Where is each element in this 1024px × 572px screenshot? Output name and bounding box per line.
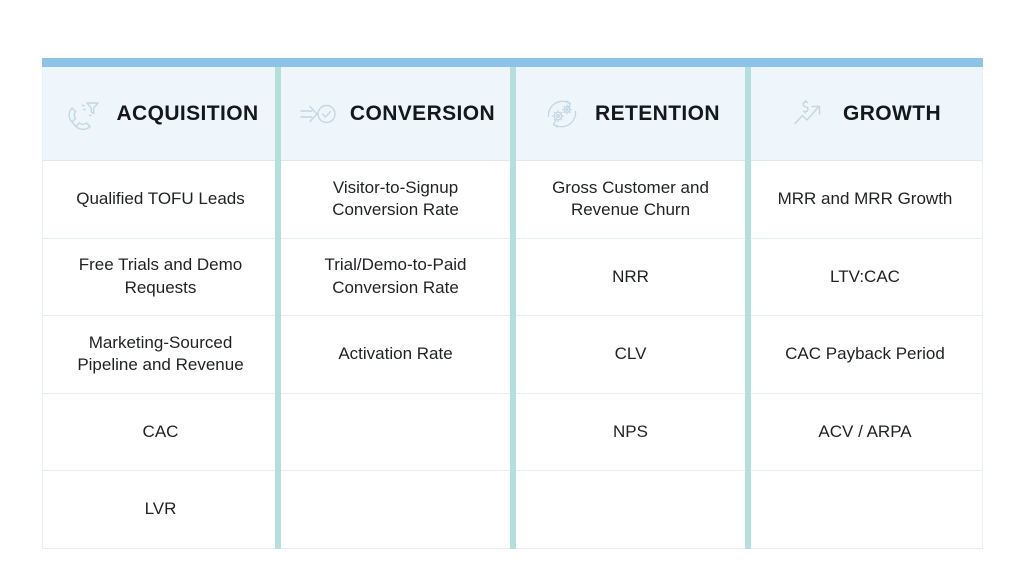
cell-text: Free Trials and Demo Requests	[78, 255, 243, 297]
table-column-retention: RETENTION Gross Customer and Revenue Chu…	[513, 67, 751, 549]
cell-text: Trial/Demo-to-Paid Conversion Rate	[324, 255, 467, 297]
magnet-funnel-icon	[62, 93, 104, 135]
table-column-conversion: CONVERSION Visitor-to-Signup Conversion …	[278, 67, 516, 549]
table-column-acquisition: ACQUISITION Qualified TOFU Leads Free Tr…	[42, 67, 281, 549]
column-header-acquisition[interactable]: ACQUISITION	[42, 67, 278, 161]
table-cell[interactable]	[513, 471, 748, 549]
table-cell[interactable]	[748, 471, 983, 549]
table-cell[interactable]: Marketing-Sourced Pipeline and Revenue	[42, 316, 278, 394]
cell-text: CLV	[614, 344, 647, 364]
column-header-growth[interactable]: GROWTH	[748, 67, 983, 161]
table-cell[interactable]: CLV	[513, 316, 748, 394]
dollar-trend-up-icon	[789, 93, 831, 135]
column-header-label: RETENTION	[595, 101, 720, 125]
table-cell[interactable]: Free Trials and Demo Requests	[42, 238, 278, 316]
column-header-retention[interactable]: RETENTION	[513, 67, 748, 161]
table-cell[interactable]: NPS	[513, 393, 748, 471]
cell-text: ACV / ARPA	[818, 421, 912, 441]
table-body: ACQUISITION Qualified TOFU Leads Free Tr…	[42, 67, 983, 549]
column-header-label: CONVERSION	[349, 101, 496, 125]
cell-text: Activation Rate	[338, 344, 453, 364]
cell-text: Visitor-to-Signup Conversion Rate	[332, 177, 459, 220]
table-column-growth: GROWTH MRR and MRR Growth LTV:CAC CAC Pa…	[748, 67, 983, 549]
cell-text: NPS	[613, 421, 648, 441]
cell-text: Marketing-Sourced Pipeline and Revenue	[77, 332, 244, 375]
cell-text: Qualified TOFU Leads	[76, 189, 245, 209]
table-cell[interactable]	[278, 393, 513, 471]
table-cell[interactable]: Gross Customer and Revenue Churn	[513, 161, 748, 239]
table-cell[interactable]: ACV / ARPA	[748, 393, 983, 471]
table-cell[interactable]: Qualified TOFU Leads	[42, 161, 278, 239]
table-cell[interactable]: Trial/Demo-to-Paid Conversion Rate	[278, 238, 513, 316]
column-header-conversion[interactable]: CONVERSION	[278, 67, 513, 161]
table-top-accent-bar	[42, 58, 983, 67]
table-cell[interactable]: CAC	[42, 393, 278, 471]
table-cell[interactable]: LTV:CAC	[748, 238, 983, 316]
cell-text: LVR	[144, 499, 177, 519]
table-cell[interactable]: LVR	[42, 471, 278, 549]
table-cell[interactable]: MRR and MRR Growth	[748, 161, 983, 239]
cell-text: CAC Payback Period	[785, 344, 945, 364]
gears-refresh-icon	[541, 93, 583, 135]
metrics-table: ACQUISITION Qualified TOFU Leads Free Tr…	[42, 58, 983, 549]
cell-text: NRR	[612, 266, 649, 286]
cell-text: CAC	[142, 421, 179, 441]
table-cell[interactable]: NRR	[513, 238, 748, 316]
table-cell[interactable]	[278, 471, 513, 549]
cell-text: MRR and MRR Growth	[777, 189, 953, 209]
cell-text: LTV:CAC	[830, 266, 900, 286]
column-header-label: ACQUISITION	[116, 101, 259, 125]
arrow-check-circle-icon	[296, 93, 338, 135]
table-cell[interactable]: Activation Rate	[278, 316, 513, 394]
column-header-label: GROWTH	[842, 101, 942, 125]
table-cell[interactable]: CAC Payback Period	[748, 316, 983, 394]
table-cell[interactable]: Visitor-to-Signup Conversion Rate	[278, 161, 513, 239]
cell-text: Gross Customer and Revenue Churn	[552, 177, 709, 220]
